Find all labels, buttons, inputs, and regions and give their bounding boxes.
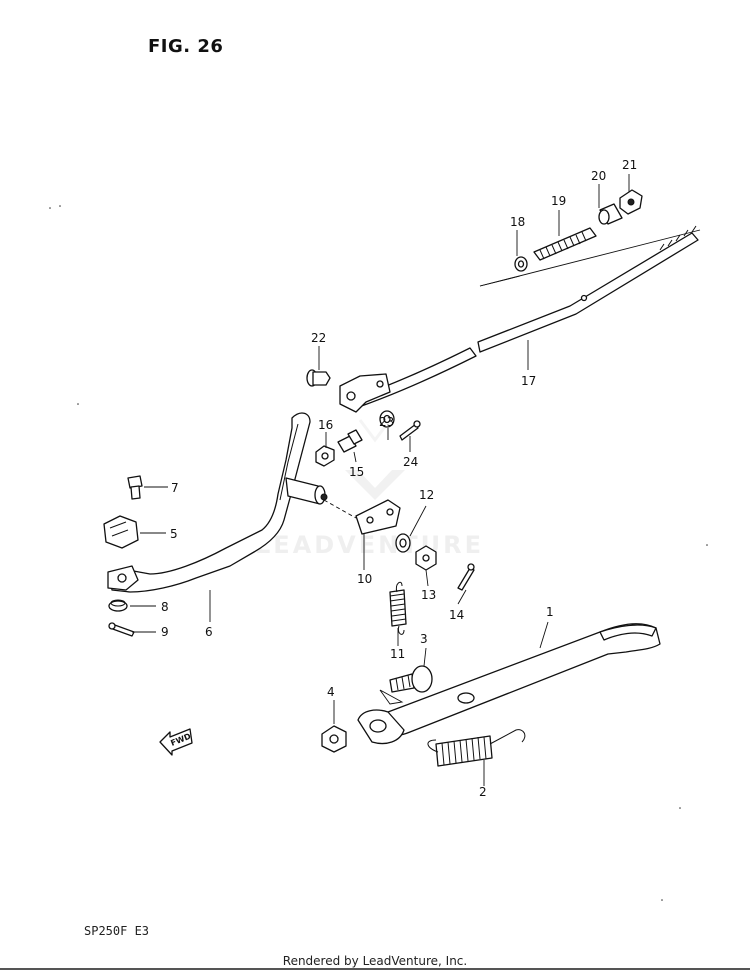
part-6-brake-pedal	[107, 412, 357, 593]
callout-15: 15	[349, 465, 364, 479]
part-17-brake-rod	[339, 225, 701, 413]
part-21-nut	[619, 189, 643, 215]
part-4-nut	[321, 725, 347, 753]
callout-3: 3	[420, 632, 428, 646]
callout-11: 11	[390, 647, 405, 661]
callout-1: 1	[546, 605, 554, 619]
part-13-nut	[415, 545, 437, 571]
callout-22: 22	[311, 331, 326, 345]
part-22-pin	[306, 369, 331, 387]
part-1-side-stand	[357, 622, 661, 745]
callout-14: 14	[449, 608, 464, 622]
leader-lines	[130, 174, 630, 786]
watermark-logo: LEADVENTURE	[255, 419, 484, 559]
watermark-text: LEADVENTURE	[255, 531, 484, 559]
part-12-washer	[395, 533, 411, 553]
footer-divider	[0, 968, 750, 970]
part-14-cotter-pin	[457, 563, 475, 591]
part-24-cotter-pin	[399, 420, 421, 441]
callout-12: 12	[419, 488, 434, 502]
callout-5: 5	[170, 527, 178, 541]
part-8-spring	[108, 599, 128, 612]
callout-numbers: 1 2 3 4 5 6 7 8 9 10 11 12 13 14 15 16 1…	[161, 158, 637, 799]
callout-21: 21	[622, 158, 637, 172]
callout-13: 13	[421, 588, 436, 602]
callout-10: 10	[357, 572, 372, 586]
callout-16: 16	[318, 418, 333, 432]
callout-8: 8	[161, 600, 169, 614]
figure-title: FIG. 26	[148, 36, 224, 57]
model-code: SP250F E3	[84, 924, 150, 938]
callout-4: 4	[327, 685, 335, 699]
part-11-spring	[389, 581, 407, 635]
part-15-bolt	[337, 429, 363, 453]
callout-18: 18	[510, 215, 525, 229]
part-16-nut	[315, 445, 335, 467]
callout-2: 2	[479, 785, 487, 799]
part-19-spring	[533, 227, 597, 261]
callout-6: 6	[205, 625, 213, 639]
part-18-washer	[514, 256, 528, 272]
part-9-cotter-pin	[108, 622, 135, 637]
callout-23: 23	[379, 415, 394, 429]
part-7-bolt	[127, 475, 143, 500]
render-credit: Rendered by LeadVenture, Inc.	[282, 954, 468, 968]
callout-9: 9	[161, 625, 169, 639]
callout-17: 17	[521, 374, 536, 388]
callout-19: 19	[551, 194, 566, 208]
fwd-arrow-icon: FWD	[159, 728, 193, 756]
part-5-stopper	[103, 515, 139, 549]
part-3-bolt	[389, 665, 433, 693]
part-10-bracket	[355, 499, 401, 535]
callout-24: 24	[403, 455, 418, 469]
callout-7: 7	[171, 481, 179, 495]
part-20-joint	[598, 203, 623, 225]
part-2-spring	[427, 729, 526, 767]
callout-20: 20	[591, 169, 606, 183]
part-23-washer	[379, 410, 395, 428]
